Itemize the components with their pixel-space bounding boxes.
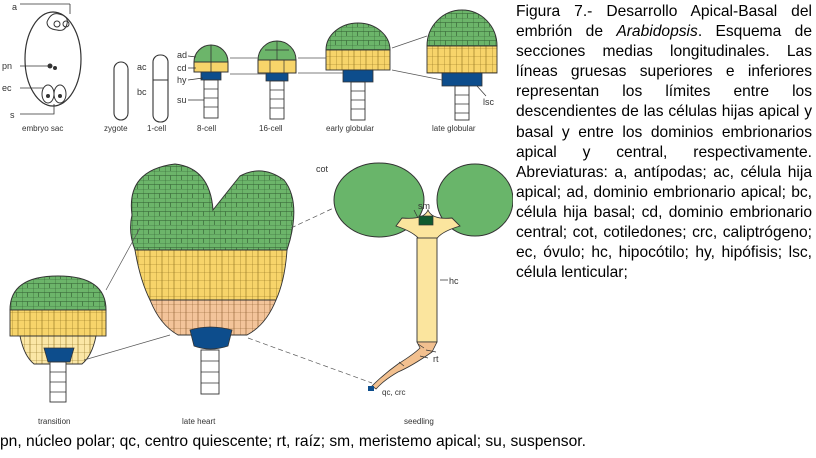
label-pn: pn xyxy=(2,61,12,71)
label-su: su xyxy=(177,95,187,105)
seedling-drawing xyxy=(334,163,513,391)
label-lsc: lsc xyxy=(483,97,494,107)
caption-continuation: pn, núcleo polar; qc, centro quiescente;… xyxy=(0,432,816,452)
one-cell-drawing xyxy=(153,55,168,122)
embryo-development-figure: a pn ec s embryo sac ac bc zygote 1-cell… xyxy=(0,0,513,430)
label-hy: hy xyxy=(177,75,187,85)
stage-eight-cell: 8-cell xyxy=(197,124,216,133)
caption-body: . Esquema de secciones medias longitudin… xyxy=(516,23,812,281)
label-rt: rt xyxy=(433,354,439,364)
label-ad: ad xyxy=(177,50,187,60)
stage-embryo-sac: embryo sac xyxy=(22,124,63,133)
label-cd: cd xyxy=(177,63,187,73)
stage-early-globular: early globular xyxy=(326,124,374,133)
caption-species: Arabidopsis xyxy=(616,23,697,40)
stage-seedling: seedling xyxy=(404,417,434,426)
label-bc: bc xyxy=(137,87,147,97)
label-cot: cot xyxy=(316,164,329,174)
label-sm: sm xyxy=(418,201,430,211)
stage-zygote: zygote xyxy=(104,124,128,133)
label-hc: hc xyxy=(449,276,459,286)
stage-late-heart: late heart xyxy=(182,417,216,426)
label-qc-crc: qc, crc xyxy=(382,388,406,397)
stage-late-globular: late globular xyxy=(432,124,476,133)
label-ec: ec xyxy=(2,83,12,93)
early-globular-embryo xyxy=(326,23,390,120)
label-ac: ac xyxy=(137,62,147,72)
label-a: a xyxy=(12,2,17,12)
stage-one-cell: 1-cell xyxy=(147,124,166,133)
label-s: s xyxy=(10,110,15,120)
figure-caption: Figura 7.- Desarrollo Apical-Basal del e… xyxy=(516,2,812,283)
embryo-sac-drawing xyxy=(20,4,81,114)
sixteen-cell-embryo xyxy=(258,41,296,119)
transition-embryo xyxy=(10,276,106,402)
zygote-cell xyxy=(114,62,128,120)
stage-transition: transition xyxy=(38,417,70,426)
late-heart-embryo xyxy=(131,164,294,394)
stage-sixteen-cell: 16-cell xyxy=(259,124,283,133)
eight-cell-embryo xyxy=(194,45,228,118)
